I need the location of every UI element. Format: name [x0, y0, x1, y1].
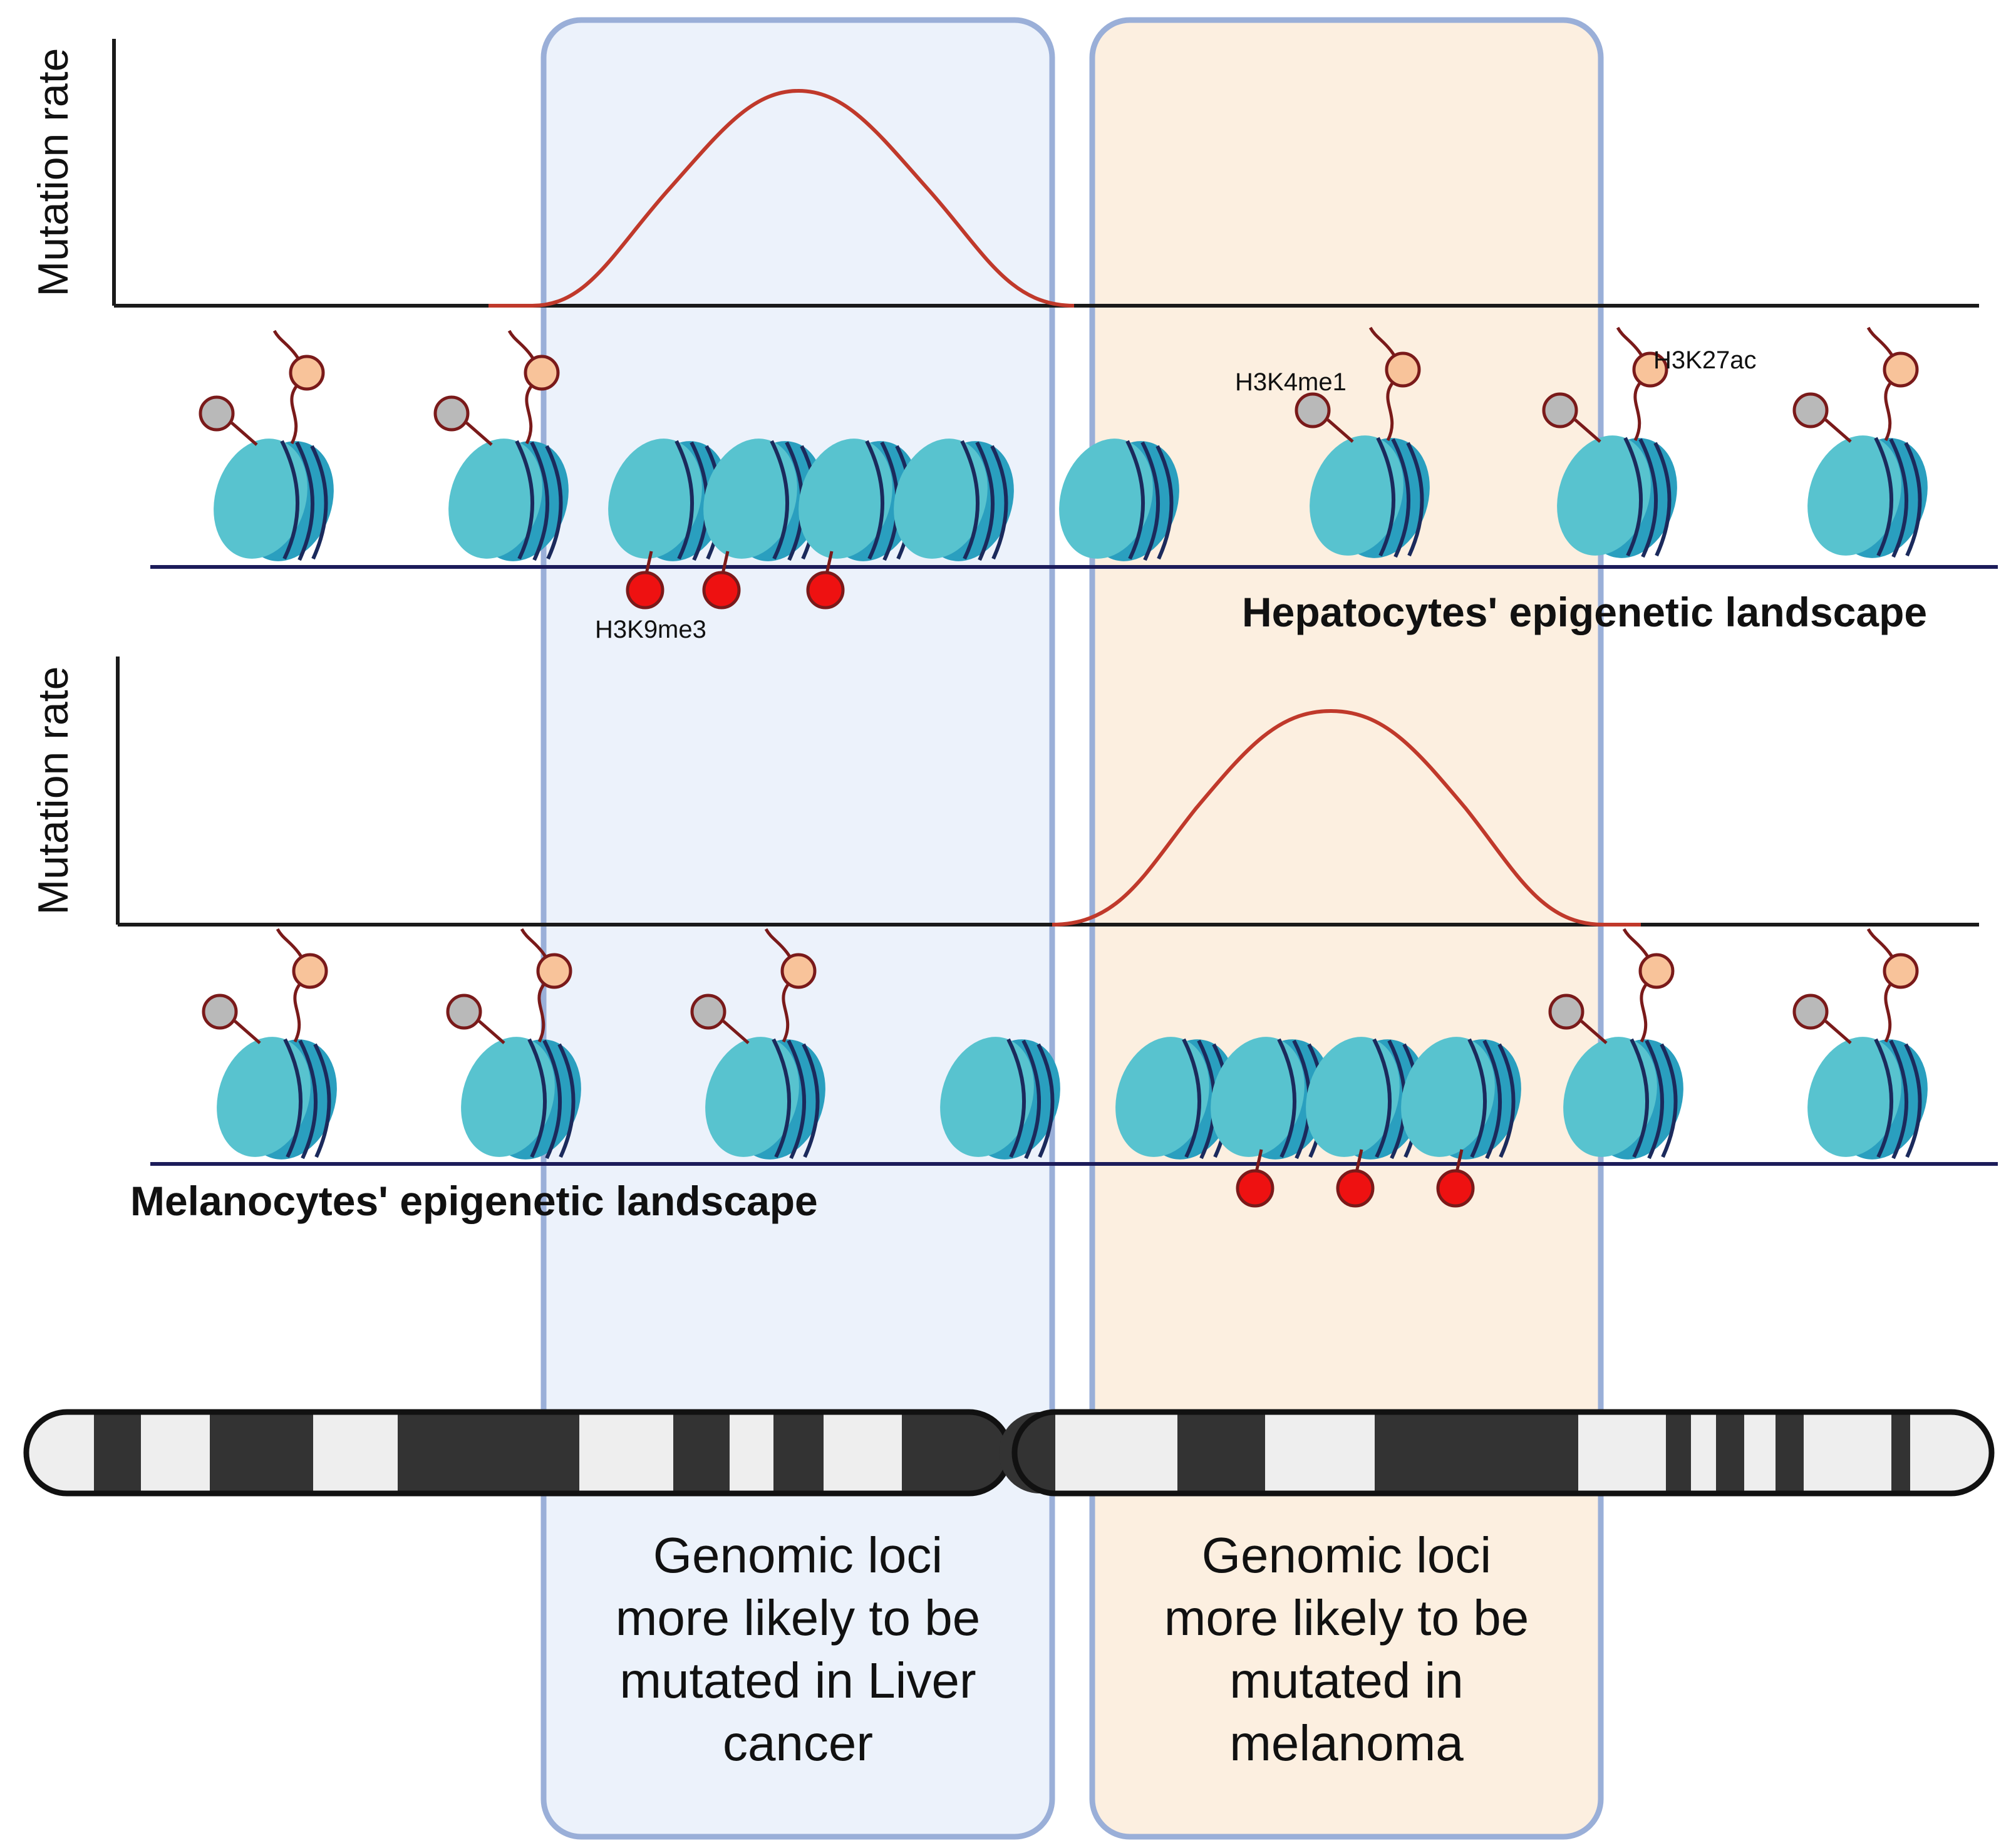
bottom-nucleosome-10	[1792, 929, 1943, 1171]
h3k27ac-label: H3K27ac	[1653, 346, 1757, 374]
h3k4me1-label: H3K4me1	[1235, 368, 1347, 396]
top-nucleosome-10	[1792, 328, 1943, 570]
melanoma-region-band	[1089, 17, 1604, 1840]
chromosome-right-arm	[999, 1409, 1995, 1497]
melanoma-caption-line2: more likely to be	[1164, 1590, 1529, 1646]
bottom-nucleosome-1	[202, 929, 352, 1171]
bottom-mutation-curve	[1052, 709, 1641, 927]
liver-caption-line1: Genomic loci	[653, 1527, 943, 1583]
melanoma-region-caption: Genomic loci more likely to be mutated i…	[1164, 1527, 1529, 1771]
bottom-mutation-plot	[116, 657, 1979, 927]
melanoma-caption-line1: Genomic loci	[1202, 1527, 1491, 1583]
top-chromatin	[150, 328, 1998, 608]
chromosome	[23, 1409, 1995, 1497]
bottom-ylabel: Mutation rate	[29, 667, 77, 915]
melanoma-caption-line3: mutated in	[1229, 1653, 1464, 1708]
liver-caption-line2: more likely to be	[616, 1590, 980, 1646]
liver-caption-line3: mutated in Liver	[619, 1653, 976, 1708]
h3k9me3-label: H3K9me3	[595, 616, 706, 643]
liver-region-caption: Genomic loci more likely to be mutated i…	[616, 1527, 980, 1771]
melanoma-caption-line4: melanoma	[1229, 1715, 1464, 1771]
melanocytes-panel-label: Melanocytes' epigenetic landscape	[130, 1178, 818, 1224]
top-mutation-curve	[488, 88, 1075, 308]
liver-caption-line4: cancer	[723, 1715, 873, 1771]
chromosome-left-arm	[23, 1409, 1013, 1497]
hepatocytes-panel-label: Hepatocytes' epigenetic landscape	[1242, 589, 1927, 635]
bottom-chromatin	[150, 929, 1998, 1206]
top-ylabel: Mutation rate	[29, 48, 77, 297]
top-mutation-plot	[112, 39, 1979, 308]
top-nucleosome-1	[199, 331, 349, 573]
